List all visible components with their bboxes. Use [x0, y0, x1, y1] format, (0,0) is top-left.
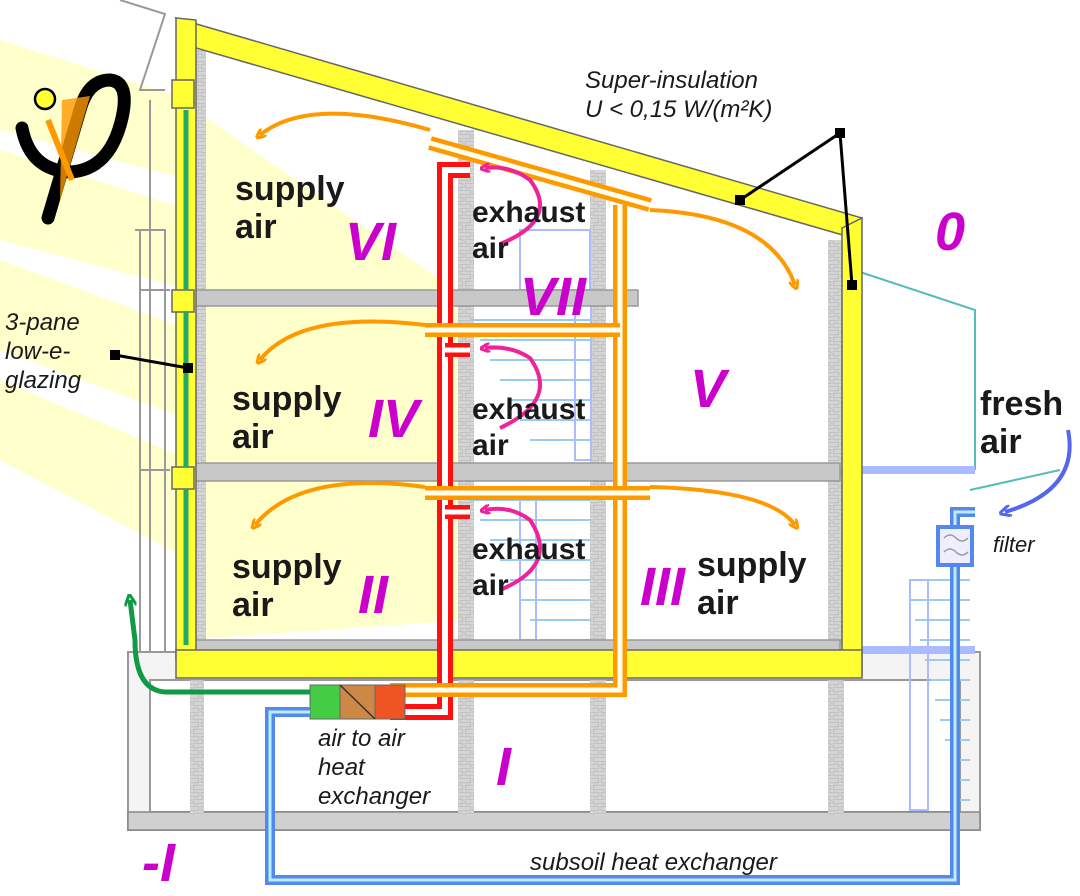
- green-outflow: [130, 600, 310, 695]
- supply-air-label-vi: supply air: [235, 170, 345, 246]
- leader-lines: [114, 131, 854, 370]
- exhaust-air-label-ii: exhaust air: [472, 533, 586, 602]
- insulation-envelope: [171, 16, 863, 679]
- heat-exchanger-note: air to air heat exchanger: [318, 725, 431, 810]
- fresh-air-label: fresh air: [980, 385, 1064, 461]
- sunlight-rays: [0, 40, 470, 640]
- exhaust-air-label-iv: exhaust air: [472, 393, 586, 462]
- zone-label-v: V: [690, 359, 727, 419]
- zone-label-iii: III: [640, 557, 686, 617]
- zone-label-minus-i: -I: [142, 833, 175, 893]
- supply-air-label-iv: supply air: [232, 380, 342, 456]
- supply-air-label-iii: supply air: [697, 546, 807, 622]
- super-insulation-note: Super-insulation U < 0,15 W/(m²K): [585, 67, 773, 123]
- fresh-air-arrow: [1005, 429, 1072, 512]
- exhaust-air-label-vi: exhaust air: [472, 196, 586, 265]
- zone-label-vi: VI: [345, 212, 397, 272]
- glazing-note: 3-pane low-e- glazing: [5, 309, 82, 394]
- leader-dots: [110, 128, 857, 373]
- zone-label-iv: IV: [368, 389, 420, 449]
- filter-note: filter: [993, 532, 1035, 557]
- supply-air-label-ii: supply air: [232, 548, 342, 624]
- passive-house-logo-icon: [15, 73, 131, 225]
- supply-air-arrows: [255, 111, 795, 525]
- exhaust-air-arrows: [485, 168, 542, 592]
- exhaust-duct: [390, 162, 470, 720]
- supply-duct: [390, 136, 652, 697]
- heat-exchanger-unit: [309, 684, 406, 720]
- zone-label-ii: II: [358, 565, 389, 625]
- zone-label-vii: VII: [520, 267, 587, 327]
- zone-label-i: I: [496, 737, 512, 797]
- zone-label-0: 0: [935, 202, 966, 262]
- subsoil-heat-exchanger-note: subsoil heat exchanger: [530, 849, 777, 876]
- fresh-air-duct: [265, 507, 975, 885]
